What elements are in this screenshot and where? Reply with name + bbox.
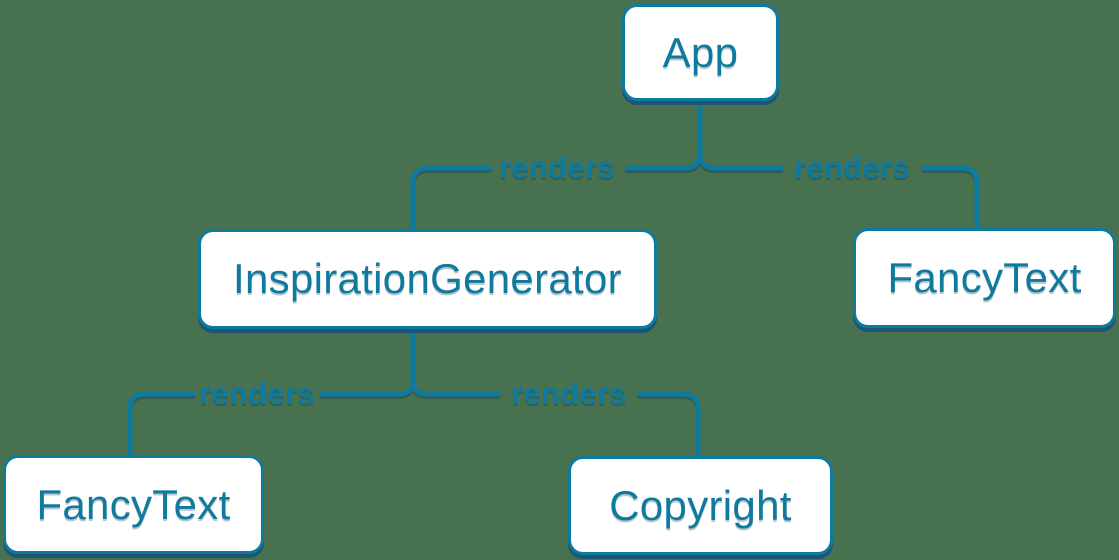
edge-app-split	[624, 149, 784, 171]
tree-node-app-label: App	[662, 28, 739, 76]
tree-node-fancy-text-top-label: FancyText	[887, 254, 1082, 301]
edge-label-inspiration-generator-copyright: renders	[511, 376, 627, 411]
edge-label-app-fancy-text: renders	[794, 150, 910, 185]
tree-node-inspiration-generator-label: InspirationGenerator	[233, 255, 622, 302]
tree-node-copyright-label: Copyright	[609, 481, 792, 529]
tree-node-inspiration-generator: InspirationGenerator	[198, 229, 657, 329]
tree-node-app: App	[622, 4, 779, 101]
edge-inspiration-generator-split	[319, 377, 501, 397]
edge-inspiration-generator-to-copyright	[637, 391, 701, 459]
tree-node-fancy-text-bottom: FancyText	[3, 455, 264, 554]
tree-node-fancy-text-top: FancyText	[853, 228, 1116, 328]
edge-inspiration-generator-to-fancy-text	[127, 391, 196, 458]
edge-label-app-inspiration-generator: renders	[499, 150, 615, 185]
edge-connector-lines	[127, 98, 980, 459]
tree-node-fancy-text-bottom-label: FancyText	[36, 480, 231, 528]
edge-app-to-fancy-text	[921, 165, 980, 231]
edge-label-inspiration-generator-fancy-text: renders	[199, 376, 315, 411]
edge-app-to-inspiration-generator	[410, 165, 493, 232]
tree-node-copyright: Copyright	[568, 456, 833, 555]
